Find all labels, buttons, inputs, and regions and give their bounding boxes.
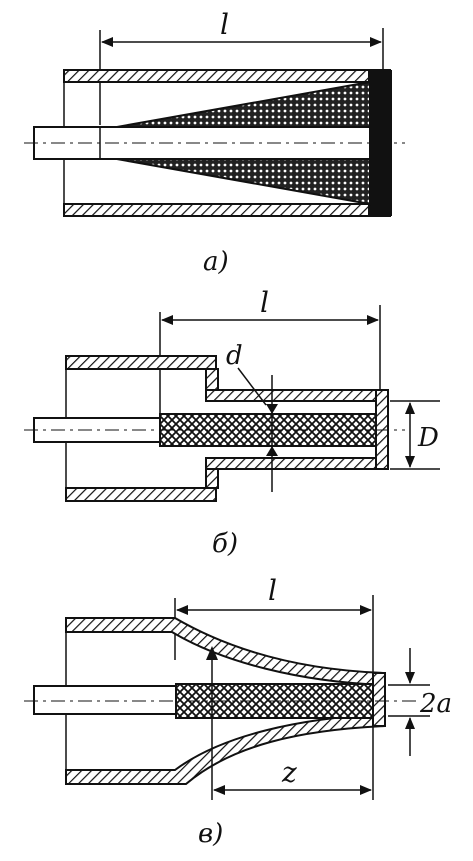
outer-conductor-bottom: [63, 203, 391, 217]
arrow-head: [266, 404, 278, 414]
outer-conductor-bottom: [65, 712, 386, 785]
dimension-label-l: l: [220, 8, 229, 41]
narrow-tube-top: [205, 389, 389, 402]
arrow-head: [266, 446, 278, 456]
dimension-label-l: l: [260, 286, 269, 319]
dimension-label-l: l: [268, 574, 277, 607]
outer-conductor-top: [65, 355, 217, 370]
narrow-tube-bottom: [205, 457, 389, 470]
end-cap: [372, 672, 386, 727]
caption-a: а): [203, 247, 229, 277]
leader-d: [237, 367, 267, 406]
dimension-label-2a: 2a: [419, 689, 452, 719]
caption-c: в): [198, 819, 223, 849]
caption-b: б): [212, 529, 238, 559]
figure-c: l 2a z в): [24, 574, 452, 849]
outer-conductor-bottom: [65, 487, 217, 502]
outer-conductor-top: [63, 69, 391, 83]
dimension-label-z: z: [281, 756, 297, 789]
figure-b: l d D б): [24, 286, 440, 559]
dimension-label-D: D: [417, 423, 439, 453]
arrow-head: [206, 646, 218, 660]
inner-conductor: [33, 685, 179, 715]
figure-a: l а): [24, 8, 405, 277]
outer-conductor-top: [65, 617, 386, 687]
dimension-label-d: d: [226, 341, 243, 371]
